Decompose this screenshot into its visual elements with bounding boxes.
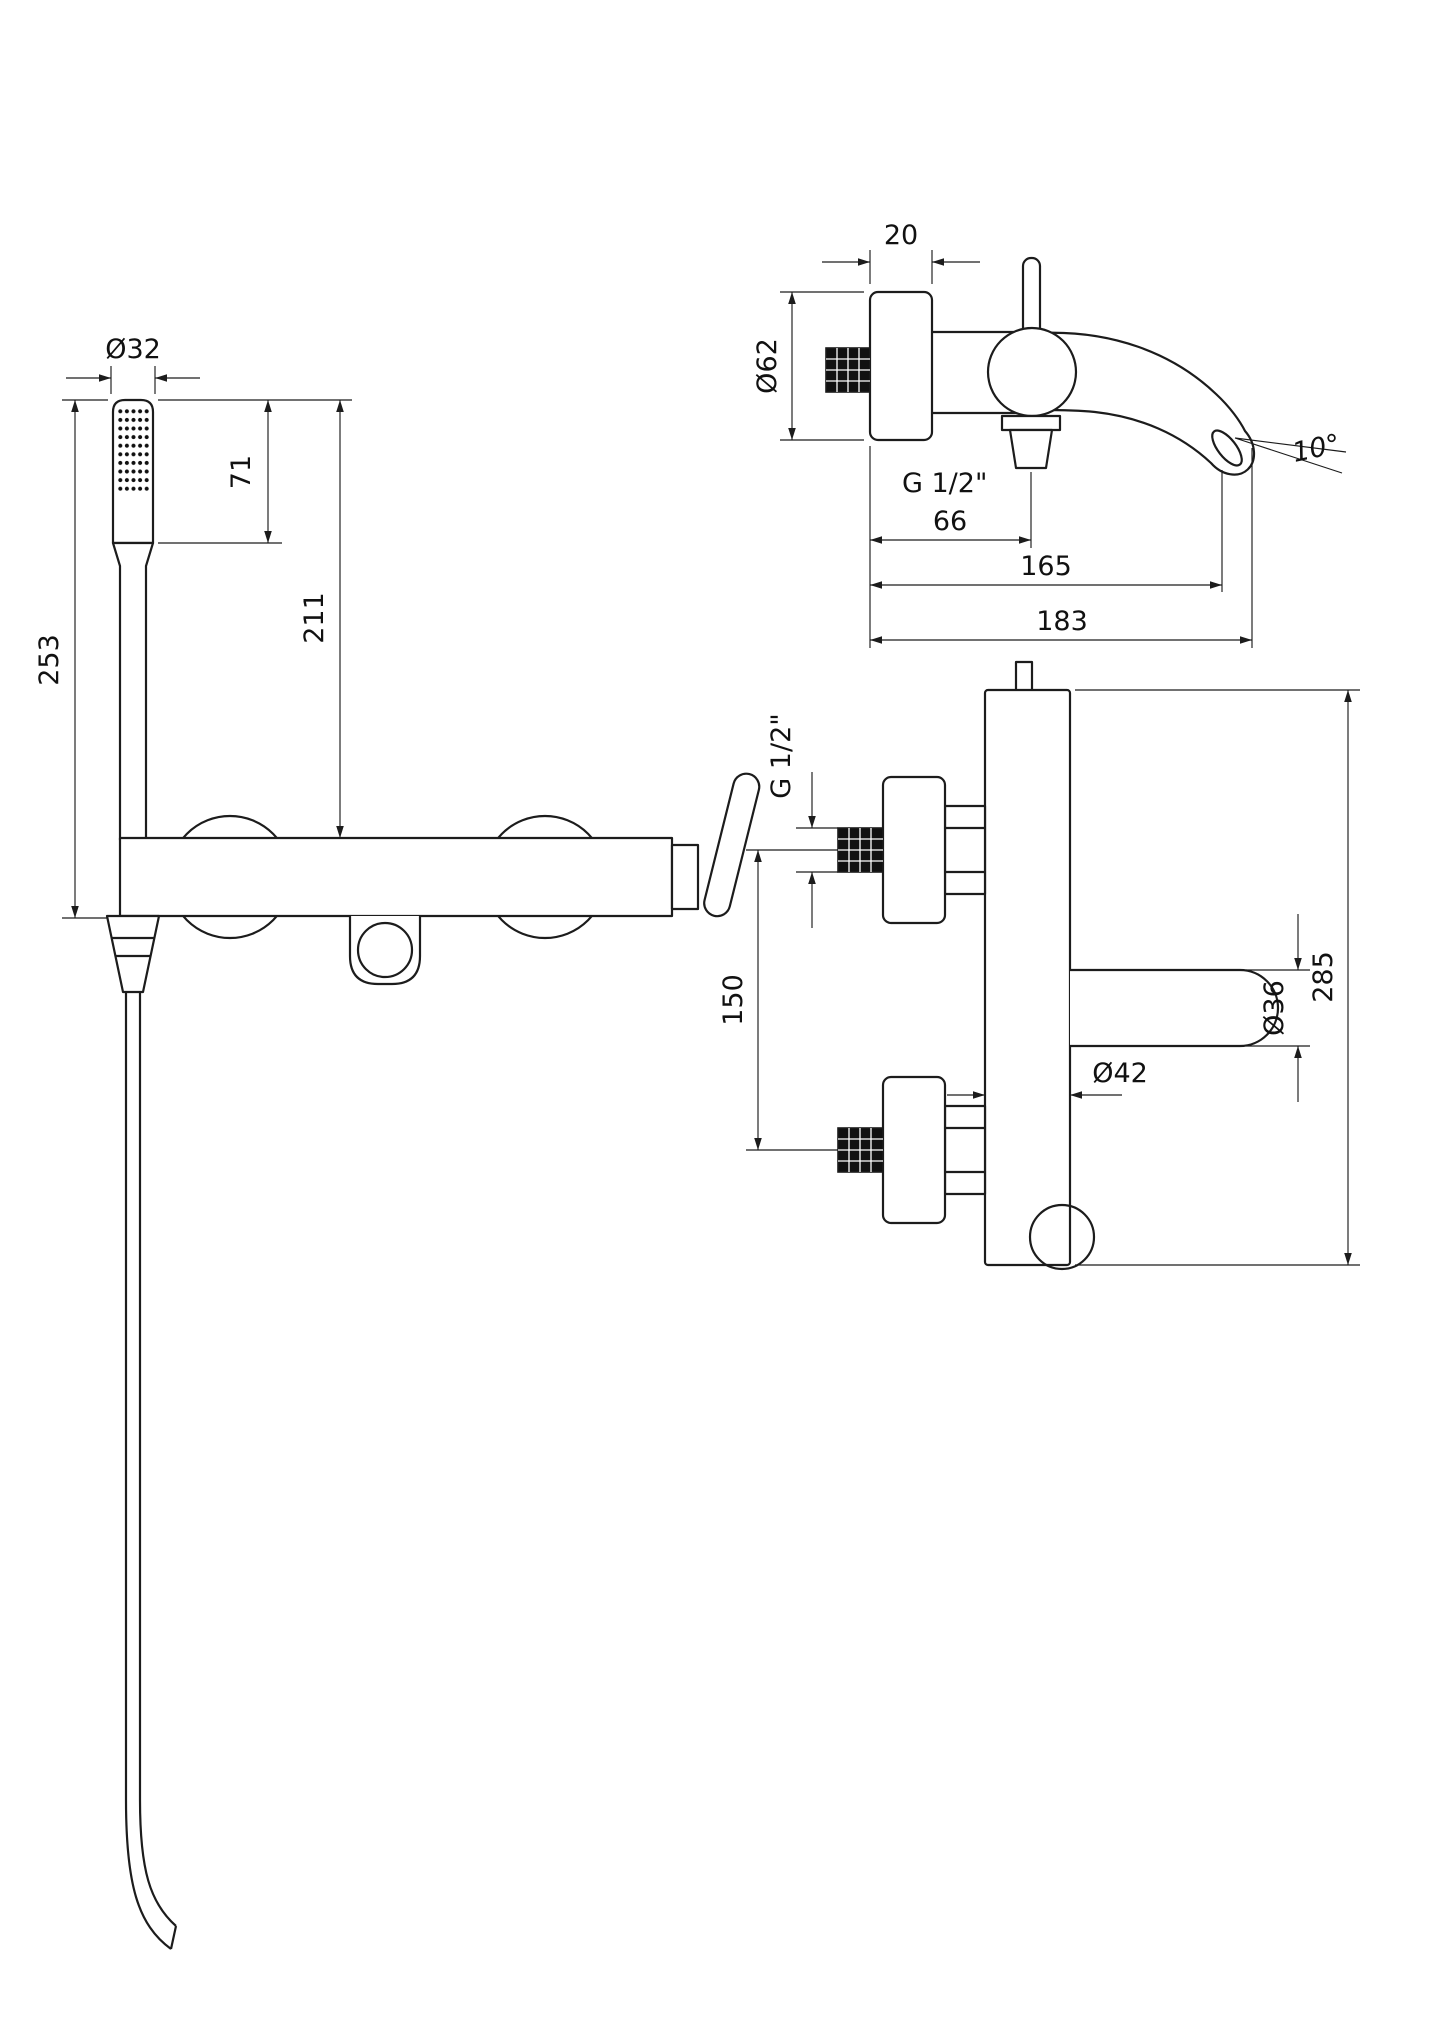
knurled-nut-top (825, 347, 871, 393)
dim-thread-side: G 1/2" (766, 713, 838, 928)
dim-diameter-36-label: Ø36 (1259, 980, 1290, 1036)
top-pin-side (1014, 660, 1034, 694)
dim-150: 150 (718, 849, 838, 1151)
dim-20-label: 20 (884, 220, 918, 251)
spout-top (1038, 331, 1256, 476)
dim-183-label: 183 (1036, 606, 1088, 637)
spout-opening (356, 921, 414, 979)
dim-71: 71 (158, 399, 352, 544)
thread-label-top: G 1/2" (902, 468, 987, 499)
hand-shower (111, 398, 155, 842)
dim-183: 183 (870, 448, 1253, 648)
dim-66: 66 (869, 446, 1032, 648)
dim-285: 285 (1075, 689, 1360, 1266)
dim-diameter-62-label: Ø62 (752, 338, 783, 394)
dim-66-label: 66 (933, 506, 967, 537)
spout-tip-opening (1211, 429, 1243, 467)
dim-253: 253 (34, 399, 116, 919)
dim-angle-10-label: 10° (1290, 429, 1343, 469)
hose-cone-connector (105, 914, 161, 994)
dim-20: 20 (822, 220, 980, 284)
thread-label-side: G 1/2" (766, 713, 797, 798)
dim-285-label: 285 (1308, 951, 1339, 1003)
spray-face-dots (117, 407, 150, 492)
top-view: 20 Ø62 (752, 220, 1347, 648)
shower-hose (124, 992, 178, 1950)
lower-wall-mount (837, 1075, 987, 1225)
dim-165-label: 165 (1020, 551, 1072, 582)
side-view: G 1/2" 150 Ø36 Ø42 285 (718, 660, 1360, 1271)
upper-wall-mount (837, 775, 987, 925)
outlet-nut-top (1000, 414, 1062, 470)
front-view: Ø32 71 211 253 (34, 334, 761, 1950)
wall-plate-top (868, 290, 934, 442)
dim-diameter-42-label: Ø42 (1092, 1058, 1148, 1089)
hand-shower-handle (111, 541, 155, 842)
handle-boss-top (986, 326, 1078, 418)
lever-handle-front (670, 772, 761, 918)
dim-diameter-32-label: Ø32 (105, 334, 161, 365)
dim-diameter-32: Ø32 (66, 334, 200, 394)
dim-150-label: 150 (718, 974, 749, 1026)
hose-holder-hook (1028, 1203, 1096, 1271)
dim-diameter-62: Ø62 (752, 291, 864, 441)
lever-pin-top (1021, 256, 1042, 338)
mixer-body-side (983, 688, 1072, 1267)
dim-211-label: 211 (299, 592, 330, 644)
wall-bar-body (118, 836, 674, 918)
dim-diameter-36: Ø36 (1246, 914, 1310, 1102)
dim-165: 165 (870, 470, 1223, 592)
dim-211: 211 (299, 400, 344, 838)
dim-diameter-42: Ø42 (947, 1058, 1148, 1099)
spout-side (1070, 968, 1280, 1048)
tub-spout-front (348, 916, 422, 986)
dim-253-label: 253 (34, 634, 65, 686)
dim-71-label: 71 (226, 455, 257, 489)
